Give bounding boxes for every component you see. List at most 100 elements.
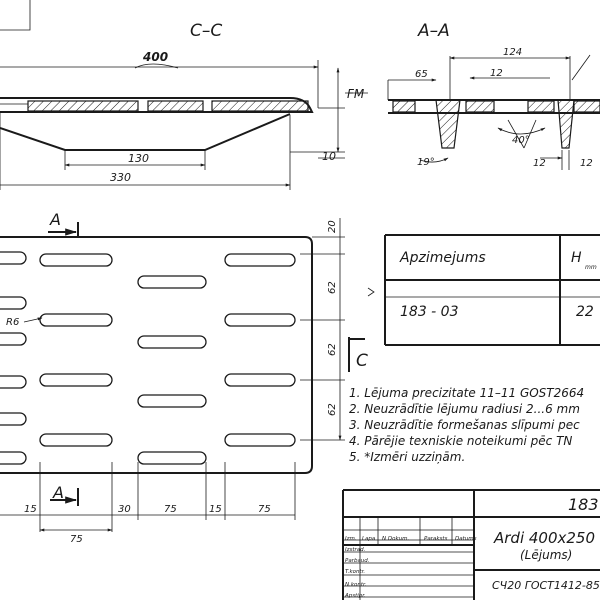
aa-hatch-3	[527, 100, 555, 113]
tb-col-paraksts: Paraksts	[424, 536, 448, 542]
slot	[137, 394, 207, 408]
section-aa-title: A–A	[417, 21, 450, 41]
bottom-dim-30: 30	[118, 504, 131, 515]
aa-hatch-4	[573, 100, 600, 113]
slot	[39, 313, 113, 327]
right-dim-62: 62	[327, 403, 338, 416]
tb-col-lapa: Lapa	[362, 536, 376, 542]
angle-40-leader-1	[507, 119, 525, 149]
dim-12-bottom-label: 12	[533, 158, 546, 169]
dim-400-label: 400	[142, 50, 168, 64]
slot	[0, 451, 27, 465]
aa-hatch-2	[465, 100, 495, 113]
rib-bottom-profile	[0, 113, 291, 151]
slot	[39, 373, 113, 387]
angle-40-arc	[497, 127, 546, 135]
slot	[0, 251, 27, 265]
right-dim-chain: 20 62 62 62	[300, 218, 345, 441]
title-block-grid	[343, 517, 474, 600]
note-1: 1. Lējuma precizitate 11–11 GOST2664	[349, 386, 584, 400]
notes: 1. Lējuma precizitate 11–11 GOST2664 2. …	[349, 386, 584, 464]
bottom-dim-chain: 15 75 30 75 15 75	[0, 462, 296, 545]
dim-65-label: 65	[415, 69, 428, 80]
dim-124-label: 124	[503, 47, 522, 58]
plate-outline	[0, 236, 313, 474]
bottom-dim-15b: 15	[209, 504, 222, 515]
table-header-2: H	[571, 250, 582, 266]
tb-row-izstrad: Izstrad.	[345, 547, 366, 553]
tb-col-izm: Izm.	[345, 536, 357, 542]
radius-leader	[23, 317, 43, 323]
dim-400-mark	[134, 63, 179, 69]
note-4: 4. Pārējie texniskie noteikumi pēc TN	[349, 434, 572, 448]
tb-doc-number: 183	[568, 495, 599, 514]
bottom-dim-75b: 75	[258, 504, 271, 515]
table-row-code: 183 - 03	[400, 304, 459, 320]
note-5: 5. *Izmēri uzziņām.	[349, 450, 465, 464]
dim-330-label: 330	[110, 171, 131, 184]
slot	[137, 335, 207, 349]
radius-label: R6	[6, 317, 19, 328]
bottom-dim-75: 75	[164, 504, 177, 515]
tb-material: СЧ20 ГОСТ1412-85	[492, 579, 600, 592]
slot	[0, 412, 27, 426]
bottom-dim-15: 15	[24, 504, 37, 515]
slot	[137, 275, 207, 289]
title-block-lines	[343, 516, 474, 546]
frame-corner	[0, 0, 31, 31]
aa-rib-right	[557, 99, 575, 149]
table-row-value: 22	[576, 304, 594, 320]
plan-view: A R6	[0, 210, 368, 545]
slots	[0, 251, 296, 465]
table-header-1: Apzimejums	[399, 250, 486, 266]
slot	[0, 332, 27, 346]
aa-hatch-1	[392, 100, 416, 113]
slot	[0, 375, 27, 389]
right-dim-62: 62	[327, 343, 338, 356]
leader-top-right	[571, 54, 591, 81]
cut-mark-a-top: A	[49, 210, 61, 229]
section-cc: C–C 400 130 330 FM 10	[0, 0, 368, 190]
slot	[137, 451, 207, 465]
right-dim-62: 62	[327, 281, 338, 294]
table-mark	[367, 287, 375, 297]
aa-rib-left	[435, 99, 461, 149]
angle-19-arc	[419, 157, 449, 163]
label-fm: FM	[347, 87, 365, 101]
note-2: 2. Neuzrādītie lējumu radiusi 2...6 mm	[349, 402, 580, 416]
cut-mark-c: C	[356, 351, 368, 371]
dim-12-top-label: 12	[490, 68, 503, 79]
dim-130-label: 130	[128, 152, 149, 165]
dim-10-label: 10	[322, 150, 336, 163]
slot	[0, 296, 27, 310]
angle-40-leader-2	[523, 119, 537, 149]
hatch-segment-2	[147, 100, 204, 112]
slot	[224, 373, 296, 387]
tb-part-name: Ardi 400x250	[493, 529, 595, 547]
hatch-segment-3	[211, 100, 309, 112]
slot	[224, 253, 296, 267]
dim-40deg-label: 40°	[512, 135, 530, 146]
section-cc-title: C–C	[190, 21, 222, 41]
slot	[224, 313, 296, 327]
dim-12-cut-label: 12	[580, 158, 593, 169]
table-grid	[384, 234, 600, 346]
tb-row-tkontr: T.kontr.	[345, 569, 365, 575]
bottom-dim-75-lower: 75	[70, 534, 83, 545]
tb-col-datums: Datums	[455, 536, 477, 542]
cut-mark-a-bottom: A	[52, 483, 64, 502]
spec-table: Apzimejums H mm 183 - 03 22	[367, 234, 600, 346]
right-dim-20: 20	[327, 220, 338, 233]
tb-row-nkontr: N.kontr.	[345, 582, 367, 588]
tb-col-dokum: N Dokum.	[382, 536, 409, 542]
section-aa: A–A 124 12 65 40° 19° 12 12	[387, 21, 600, 170]
slot	[39, 433, 113, 447]
slot	[39, 253, 113, 267]
dim-19deg-label: 19°	[417, 157, 435, 168]
hatch-segment-1	[27, 100, 139, 112]
note-3: 3. Neuzrādītie formešanas slīpumi pec	[349, 418, 580, 432]
tb-row-parbaud: Parbaud.	[345, 558, 370, 564]
tb-part-sub: (Lējums)	[520, 548, 572, 562]
title-block: Izm. Lapa N Dokum. Paraksts Datums Izstr…	[342, 489, 600, 600]
